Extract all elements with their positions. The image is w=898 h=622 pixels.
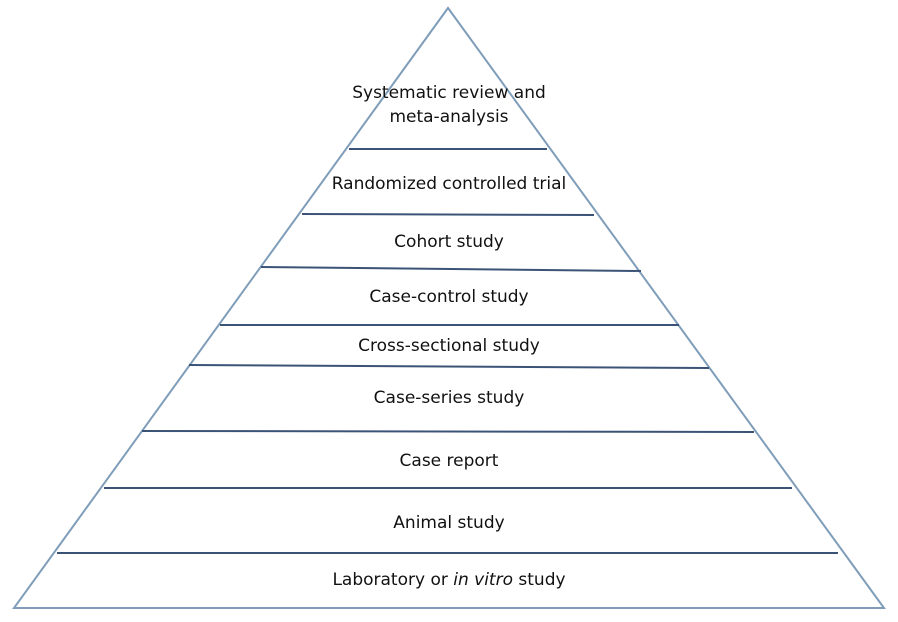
level-systematic-review: Systematic review and meta-analysis — [0, 81, 898, 129]
level-laboratory-study-italic: in vitro — [453, 570, 513, 590]
level-divider — [260, 266, 642, 272]
level-divider — [188, 364, 710, 369]
level-cohort-study: Cohort study — [394, 232, 504, 252]
level-systematic-review-line2: meta-analysis — [389, 107, 509, 127]
level-case-series-study: Case-series study — [373, 388, 525, 408]
level-laboratory-study-suffix: study — [513, 570, 566, 590]
level-animal-study: Animal study — [393, 513, 505, 533]
level-case-report: Case report — [399, 451, 499, 471]
level-laboratory-study-prefix: Laboratory or — [332, 570, 454, 590]
level-randomized-controlled-trial: Randomized controlled trial — [331, 174, 567, 194]
level-divider — [141, 430, 755, 433]
level-laboratory-study: Laboratory or in vitro study — [0, 568, 898, 592]
level-case-control-study: Case-control study — [369, 287, 529, 307]
level-divider — [301, 213, 595, 216]
level-cross-sectional-study: Cross-sectional study — [358, 336, 540, 356]
pyramid-outline — [12, 6, 886, 609]
level-systematic-review-line1: Systematic review and — [352, 83, 546, 103]
